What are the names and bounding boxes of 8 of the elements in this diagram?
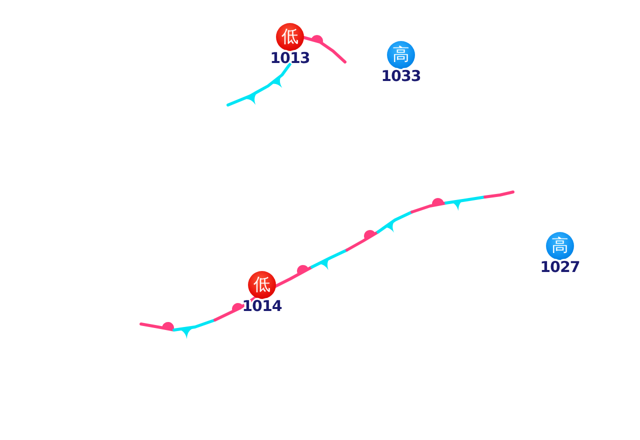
pressure-value: 1033 bbox=[380, 68, 422, 84]
high-pressure-marker: 高 bbox=[546, 232, 574, 260]
high-pressure-marker: 高 bbox=[387, 41, 415, 69]
pressure-value: 1013 bbox=[269, 50, 311, 66]
low-pressure-marker: 低 bbox=[276, 23, 304, 51]
pressure-value: 1014 bbox=[241, 298, 283, 314]
low-pressure-marker: 低 bbox=[248, 271, 276, 299]
pressure-value: 1027 bbox=[539, 259, 581, 275]
